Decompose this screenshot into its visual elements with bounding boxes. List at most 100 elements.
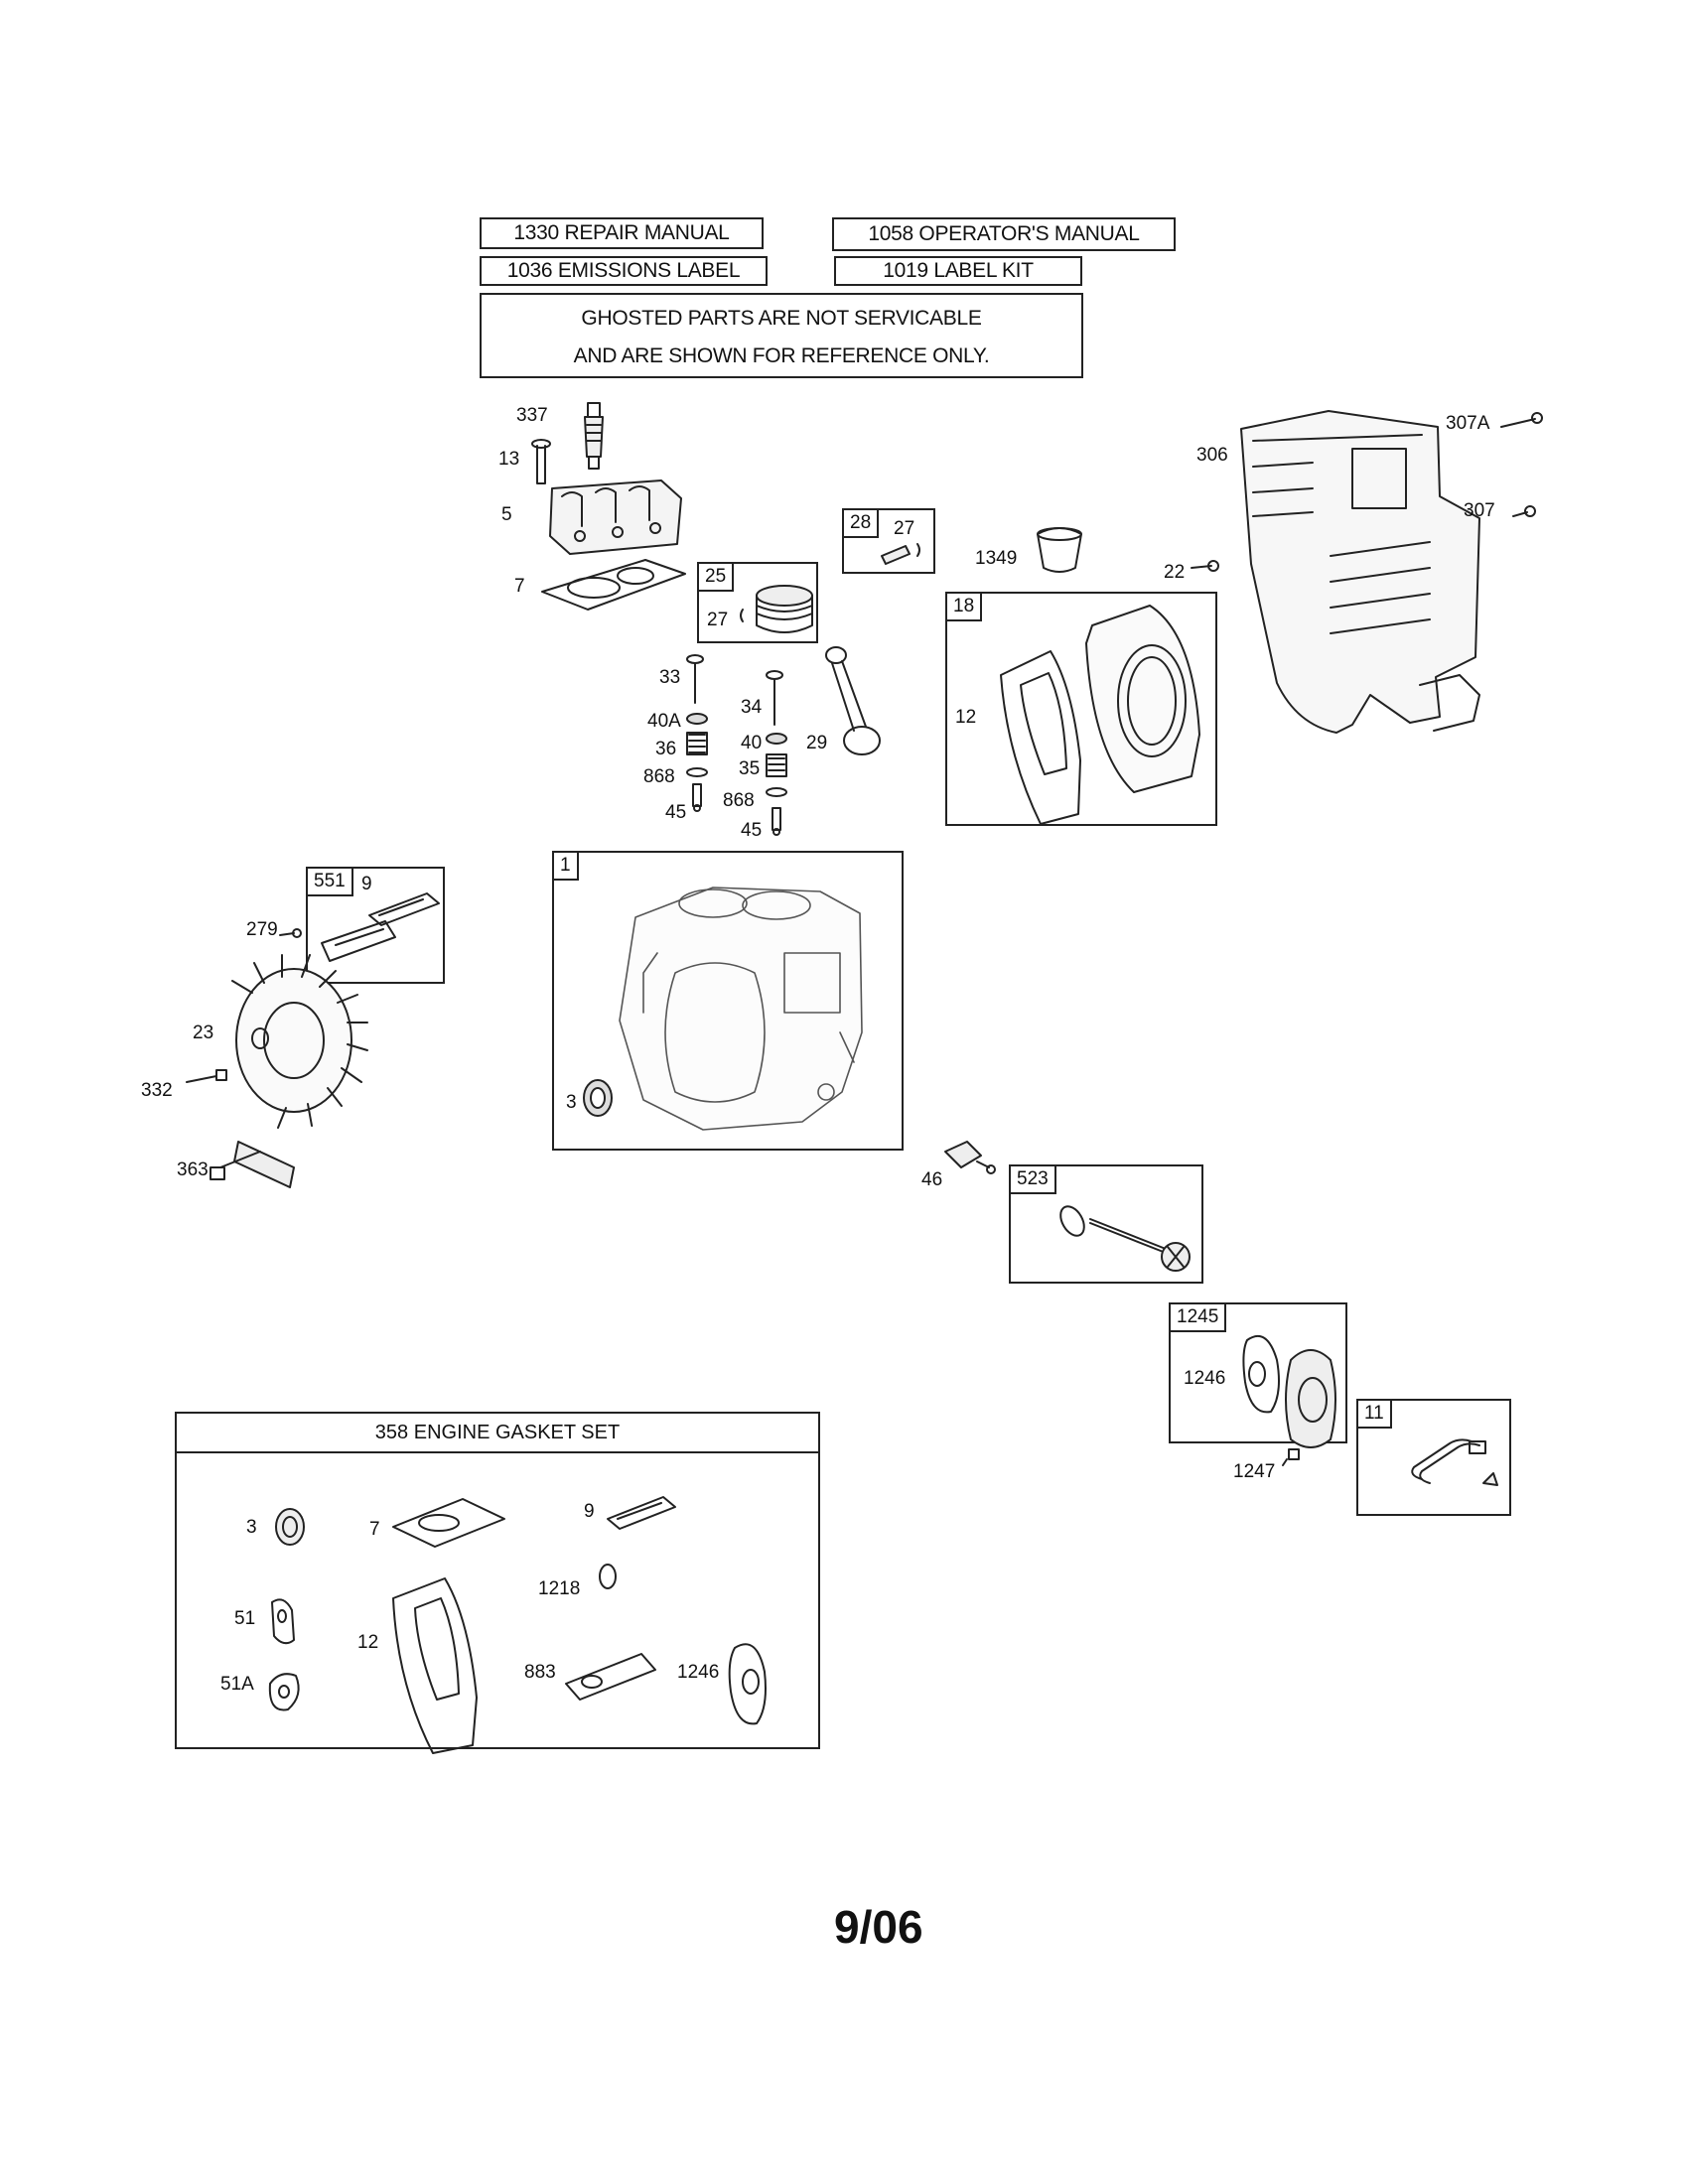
piston-25	[740, 585, 813, 633]
governor-shaft-523	[1059, 1205, 1191, 1272]
label-40: 40	[741, 733, 763, 753]
bolt-307	[1512, 505, 1536, 517]
label-36: 36	[655, 739, 677, 759]
label-45a: 45	[665, 802, 687, 823]
gasket-551-plate	[321, 920, 396, 962]
operators-manual-label: 1058 OPERATOR'S MANUAL	[868, 222, 1140, 245]
gasket-set-883	[565, 1653, 656, 1701]
group-box-551: 551	[306, 867, 445, 984]
gasket-label-51: 51	[234, 1608, 256, 1629]
group-label-28: 28	[842, 508, 880, 538]
key-363	[210, 1141, 295, 1188]
gasket-label-51A: 51A	[220, 1674, 254, 1695]
operators-manual-box: 1058 OPERATOR'S MANUAL	[832, 217, 1176, 251]
ghosted-note-line2: AND ARE SHOWN FOR REFERENCE ONLY.	[573, 344, 990, 367]
tube-11	[1411, 1438, 1498, 1486]
crankcase-housing-306	[1240, 410, 1480, 734]
label-7: 7	[514, 576, 525, 597]
washer-868b	[766, 787, 787, 797]
label-551-9: 9	[361, 874, 372, 894]
label-45b: 45	[741, 820, 763, 841]
screw-279	[279, 928, 302, 938]
label-kit-text: 1019 LABEL KIT	[883, 259, 1034, 282]
gasket-label-1218: 1218	[538, 1578, 581, 1599]
cylinder-head-5	[549, 479, 682, 555]
label-1246: 1246	[1184, 1368, 1226, 1389]
label-363: 363	[177, 1160, 209, 1180]
gasket-set-1246	[728, 1643, 767, 1725]
ghosted-note-line1: GHOSTED PARTS ARE NOT SERVICABLE	[581, 307, 982, 330]
gasket-label-1246: 1246	[677, 1662, 720, 1683]
bolt-307A	[1500, 412, 1543, 428]
spark-plug-337	[584, 402, 604, 470]
gasket-label-12: 12	[357, 1632, 379, 1653]
bolt-332	[186, 1069, 227, 1083]
head-gasket-7	[541, 559, 686, 611]
group-box-25: 25	[697, 562, 818, 643]
gasket-set-9	[607, 1496, 676, 1530]
label-33: 33	[659, 667, 681, 688]
emissions-label-box: 1036 EMISSIONS LABEL	[480, 256, 768, 286]
label-34: 34	[741, 697, 763, 718]
group-box-28: 28	[842, 508, 935, 574]
gasket-label-9: 9	[584, 1501, 595, 1522]
label-3: 3	[566, 1092, 577, 1113]
spring-35	[766, 753, 787, 777]
gasket-label-883: 883	[524, 1662, 556, 1683]
label-306: 306	[1196, 445, 1228, 466]
engine-gasket-set-title: 358 ENGINE GASKET SET	[177, 1414, 818, 1453]
group-label-551: 551	[306, 867, 353, 896]
label-29: 29	[806, 733, 828, 753]
label-307: 307	[1464, 500, 1495, 521]
washer-868a	[686, 767, 708, 777]
cover-plate-18	[1085, 605, 1200, 793]
group-label-1245: 1245	[1169, 1302, 1227, 1332]
pin-45a	[692, 783, 702, 812]
label-25-27: 27	[707, 610, 729, 630]
group-box-523: 523	[1009, 1164, 1203, 1284]
gasket-set-51	[271, 1598, 295, 1645]
gear-46	[944, 1141, 996, 1174]
group-label-25: 25	[697, 562, 735, 592]
label-46: 46	[921, 1169, 943, 1190]
screw-1247	[1282, 1448, 1300, 1466]
group-label-523: 523	[1009, 1164, 1056, 1194]
engine-block-1	[619, 887, 863, 1131]
group-box-1245: 1245	[1169, 1302, 1347, 1443]
gasket-label-3: 3	[246, 1517, 257, 1538]
gasket-1246-in-1245	[1242, 1335, 1280, 1414]
bolt-22	[1191, 560, 1219, 572]
gasket-set-51A	[268, 1673, 300, 1711]
wrist-pin-28	[881, 543, 920, 565]
label-868b: 868	[723, 790, 755, 811]
label-13: 13	[498, 449, 520, 470]
group-label-1: 1	[552, 851, 579, 881]
group-box-18: 18	[945, 592, 1217, 826]
emissions-label-text: 1036 EMISSIONS LABEL	[506, 259, 741, 282]
pin-45b	[772, 807, 781, 836]
group-box-11: 11	[1356, 1399, 1511, 1516]
label-337: 337	[516, 405, 548, 426]
spring-36	[686, 732, 708, 755]
valve-34	[766, 670, 783, 726]
gasket-9-in-551	[368, 892, 440, 926]
flywheel-23	[231, 954, 368, 1129]
label-22: 22	[1164, 562, 1186, 583]
label-12: 12	[955, 707, 977, 728]
label-23: 23	[193, 1023, 214, 1043]
retainer-40	[766, 733, 787, 745]
label-1349: 1349	[975, 548, 1018, 569]
gasket-label-7: 7	[369, 1519, 380, 1540]
label-279: 279	[246, 919, 278, 940]
retainer-40A	[686, 713, 708, 725]
label-307A: 307A	[1446, 413, 1490, 434]
repair-manual-label: 1330 REPAIR MANUAL	[513, 221, 730, 244]
gasket-set-head-gasket-7	[392, 1498, 505, 1548]
cap-1349	[1037, 527, 1082, 573]
label-1247: 1247	[1233, 1461, 1276, 1482]
repair-manual-box: 1330 REPAIR MANUAL	[480, 217, 764, 249]
breather-1245	[1285, 1349, 1336, 1448]
label-332: 332	[141, 1080, 173, 1101]
seal-3	[583, 1079, 613, 1117]
